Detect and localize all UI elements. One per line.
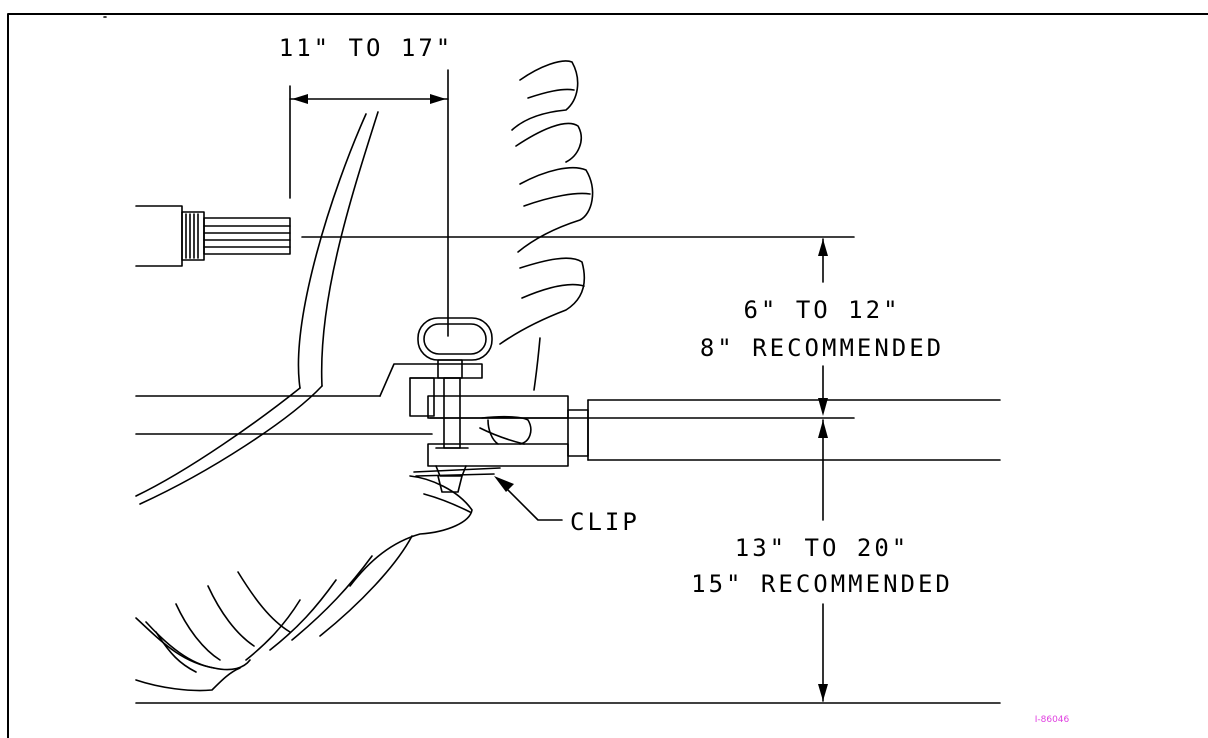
pto-distance-dimension xyxy=(290,70,448,336)
drawing-frame xyxy=(8,14,1208,738)
ground-height-recommended-label: 15" RECOMMENDED xyxy=(691,570,953,598)
reference-code: I-86046 xyxy=(1035,715,1070,725)
drawbar-height-range-label: 6" TO 12" xyxy=(743,296,900,324)
drawbar-height-dimension xyxy=(818,239,828,416)
pto-distance-label: 11" TO 17" xyxy=(279,34,454,62)
clip-label: CLIP xyxy=(570,508,640,536)
clip xyxy=(414,468,500,476)
drawbar-height-recommended-label: 8" RECOMMENDED xyxy=(700,334,944,362)
ground-height-range-label: 13" TO 20" xyxy=(735,534,910,562)
implement-clevis xyxy=(428,396,1000,466)
hitch-pin xyxy=(410,318,492,492)
ground-height-dimension xyxy=(818,420,828,701)
pto-shaft xyxy=(136,206,290,266)
tire xyxy=(136,61,593,691)
clip-leader xyxy=(494,476,562,520)
